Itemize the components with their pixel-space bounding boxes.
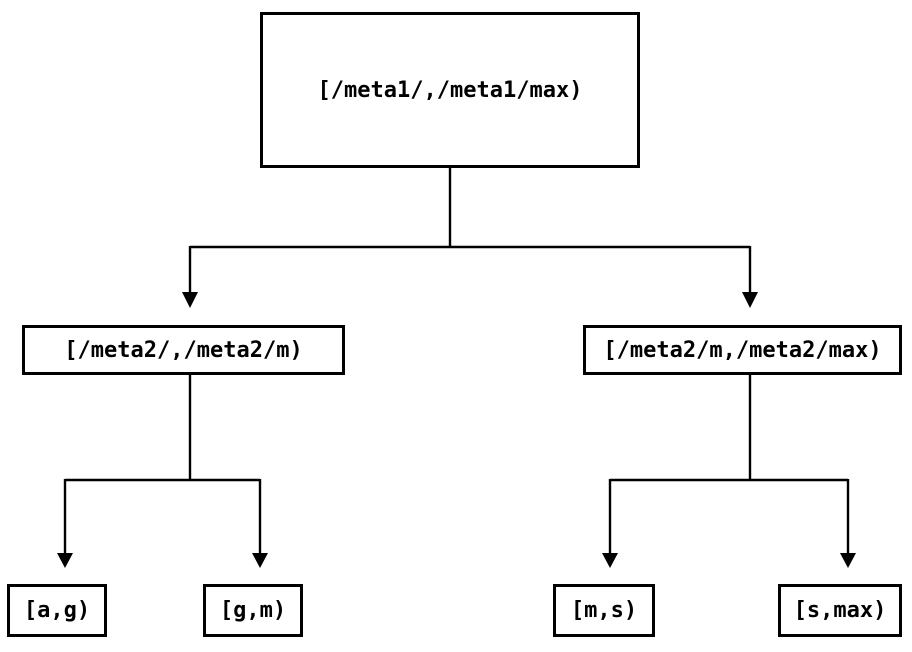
node-meta2-left-label: [/meta2/,/meta2/m) <box>64 337 303 363</box>
arrowhead-icon <box>602 553 618 568</box>
node-meta2-right: [/meta2/m,/meta2/max) <box>583 325 902 375</box>
arrowhead-icon <box>57 553 73 568</box>
node-leaf-ag-label: [a,g) <box>23 598 91 623</box>
node-leaf-ms-label: [m,s) <box>570 598 638 623</box>
arrowhead-icon <box>252 553 268 568</box>
node-leaf-gm-label: [g,m) <box>219 598 287 623</box>
node-root: [/meta1/,/meta1/max) <box>260 12 640 168</box>
node-leaf-ms: [m,s) <box>553 584 655 637</box>
arrowhead-icon <box>840 553 856 568</box>
node-meta2-right-label: [/meta2/m,/meta2/max) <box>603 337 882 363</box>
node-root-label: [/meta1/,/meta1/max) <box>317 77 583 103</box>
node-leaf-smax-label: [s,max) <box>793 598 887 623</box>
arrowhead-icon <box>742 292 758 308</box>
arrowhead-icon <box>182 292 198 308</box>
node-leaf-gm: [g,m) <box>203 584 303 637</box>
node-leaf-ag: [a,g) <box>7 584 107 637</box>
node-meta2-left: [/meta2/,/meta2/m) <box>22 325 345 375</box>
node-leaf-smax: [s,max) <box>778 584 902 637</box>
